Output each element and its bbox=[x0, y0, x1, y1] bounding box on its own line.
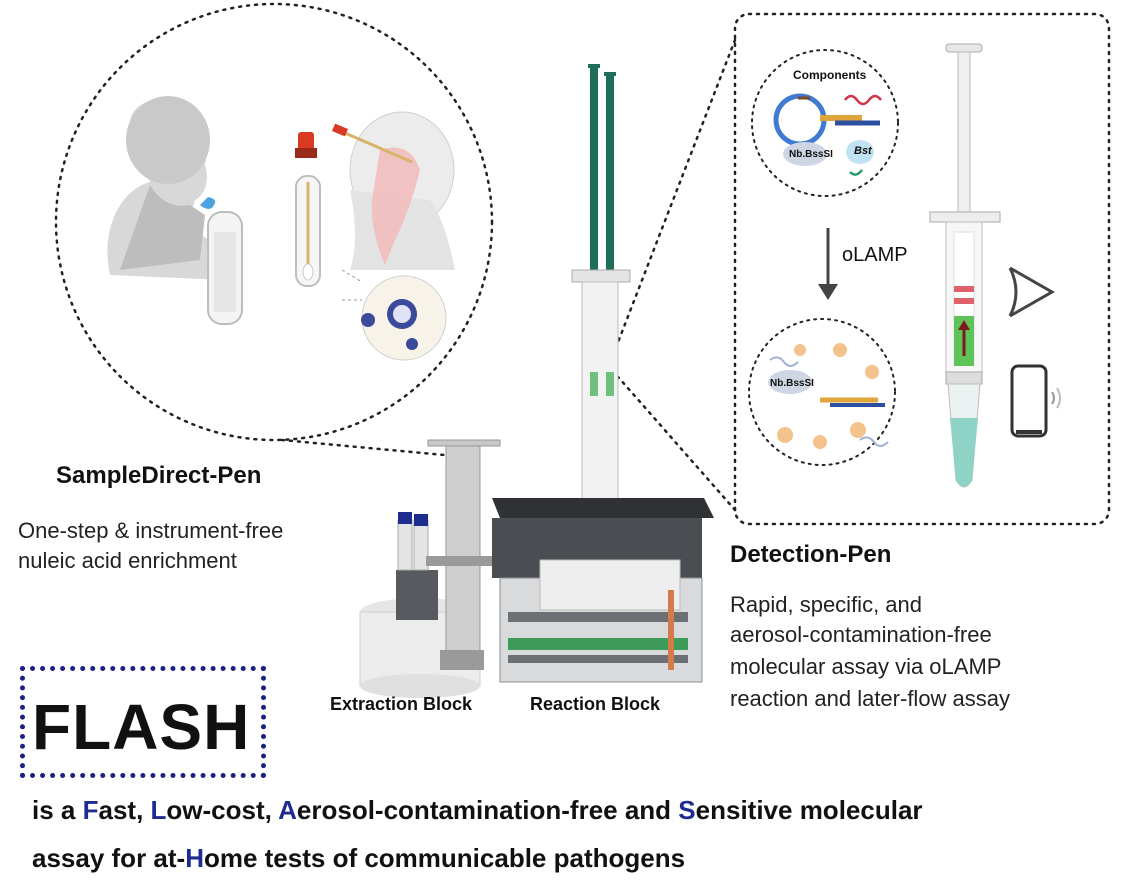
flash-wordmark: FLASH bbox=[32, 691, 251, 763]
detection-pen-desc-line-2: aerosol-contamination-free bbox=[730, 622, 992, 647]
reaction-block-icon bbox=[492, 498, 714, 683]
detection-pen-desc-line-1: Rapid, specific, and bbox=[730, 592, 922, 617]
detection-pens-icon bbox=[571, 64, 631, 503]
reaction-block-label: Reaction Block bbox=[530, 694, 661, 714]
olamp-label: oLAMP bbox=[842, 244, 908, 266]
flash-box bbox=[20, 666, 266, 778]
detection-pen-title: Detection-Pen bbox=[730, 541, 892, 568]
sample-pen-desc-line-2: nuleic acid enrichment bbox=[18, 548, 237, 573]
components-title: Components bbox=[793, 68, 867, 82]
tagline-line-2: assay for at-Home tests of communicable … bbox=[32, 843, 686, 873]
detection-pen-desc-line-3: molecular assay via oLAMP bbox=[730, 654, 1002, 679]
sample-pen-desc-line-1: One-step & instrument-free bbox=[18, 518, 284, 543]
enzyme-result-label: Nb.BssSI bbox=[770, 378, 814, 389]
olamp-arrow-icon bbox=[818, 228, 838, 300]
virus-icon bbox=[341, 269, 447, 361]
extraction-block-label: Extraction Block bbox=[330, 694, 473, 714]
components-circle bbox=[751, 49, 899, 197]
smartphone-icon bbox=[1010, 364, 1061, 438]
sample-pen-title: SampleDirect-Pen bbox=[56, 462, 262, 489]
enzyme-label-bst: Bst bbox=[854, 145, 872, 157]
tagline-line-1: is a Fast, Low-cost, Aerosol-contaminati… bbox=[32, 795, 923, 825]
nasal-swab-icon bbox=[331, 111, 455, 270]
detection-syringe-icon bbox=[929, 43, 1001, 488]
person-saliva-icon bbox=[107, 96, 243, 325]
result-circle bbox=[748, 318, 896, 466]
eye-icon bbox=[1008, 266, 1056, 318]
swab-tube-icon bbox=[295, 132, 321, 287]
enzyme-label-nbbssi: Nb.BssSI bbox=[789, 149, 833, 160]
extraction-block-icon bbox=[359, 439, 501, 698]
detection-pen-desc-line-4: reaction and later-flow assay bbox=[730, 686, 1011, 711]
